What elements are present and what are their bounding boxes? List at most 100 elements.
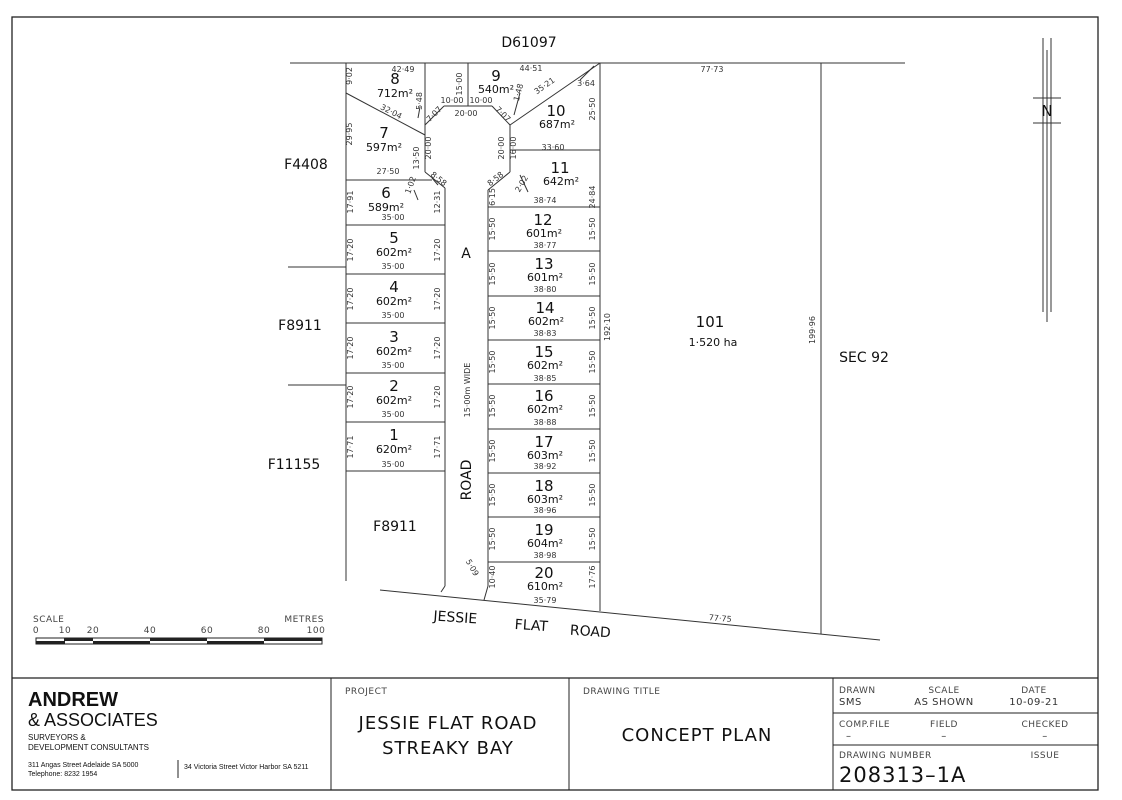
scale-tick-label: 100 (307, 626, 326, 636)
lot-11-area: 642m² (543, 175, 579, 188)
title-block (177, 678, 1098, 790)
scale-tick-label: 60 (201, 626, 213, 636)
lot-6-area: 589m² (368, 201, 404, 214)
lot-11-number: 11 (550, 159, 569, 177)
lot-1-area: 620m² (376, 443, 412, 456)
lot-15-area: 602m² (527, 359, 563, 372)
dim-d-15-00: 15·00 (455, 73, 464, 96)
dim-d-7-07b: 7·07 (493, 105, 512, 124)
east-rear-dim: 15·50 (588, 484, 597, 507)
lot-4-area: 602m² (376, 295, 412, 308)
field-value: – (941, 731, 947, 742)
drawn-label: DRAWN (839, 686, 876, 696)
address1-line2: Telephone: 8232 1954 (28, 771, 97, 778)
lot-13-number: 13 (534, 255, 553, 273)
west-depth-dim: 35·00 (382, 311, 405, 320)
lot-8-area: 712m² (377, 87, 413, 100)
project-label: PROJECT (345, 687, 387, 697)
lot-7-number: 7 (379, 124, 389, 142)
east-depth-dim: 38·77 (534, 241, 557, 250)
lot-19-number: 19 (534, 521, 553, 539)
lot-6-number: 6 (381, 184, 391, 202)
east-front-dim: 15·50 (488, 263, 497, 286)
bulb-ne (491, 105, 511, 126)
lot-16-number: 16 (534, 387, 553, 405)
south-boundary-line (379, 589, 881, 641)
lot-3-number: 3 (389, 328, 399, 346)
dim-d-20-00: 20·00 (455, 109, 478, 118)
company-sub1: SURVEYORS & (28, 733, 86, 742)
scale-bar-label: SCALE (33, 615, 64, 625)
east-front-dim: 10·40 (488, 566, 497, 589)
east-rear-dim: 15·50 (588, 307, 597, 330)
dim-d-5-09: 5·09 (464, 558, 481, 578)
lot6-corner-cut (424, 171, 446, 189)
west-depth-dim: 35·00 (382, 262, 405, 271)
east-depth-dim: 38·96 (534, 506, 557, 515)
lot101-west-dim: 192·10 (603, 313, 612, 341)
lot9-10-line (509, 62, 601, 126)
lot-10-number: 10 (546, 102, 565, 120)
project-line2: STREAKY BAY (382, 738, 514, 759)
neighbour-west-upper-label: F4408 (284, 157, 328, 173)
scale-tick-label: 10 (59, 626, 71, 636)
drawn-value: SMS (839, 697, 862, 708)
east-front-dim: 15·50 (488, 218, 497, 241)
lot7-8-line (345, 92, 426, 136)
dim-d-27-50: 27·50 (377, 167, 400, 176)
checked-value: – (1042, 731, 1048, 742)
east-rear-dim: 15·50 (588, 528, 597, 551)
lot-labels: 8712m²7597m²6589m²5602m²4602m²3602m²2602… (366, 67, 579, 593)
issue-label: ISSUE (1031, 751, 1060, 761)
east-front-dim: 15·50 (488, 307, 497, 330)
lot-10-area: 687m² (539, 118, 575, 131)
west-front-dim: 17·20 (433, 288, 442, 311)
east-depth-dim: 38·85 (534, 374, 557, 383)
lot-101-area: 1·520 ha (689, 336, 738, 349)
west-depth-dim: 35·00 (382, 213, 405, 222)
company-name-line1: ANDREW (28, 689, 118, 711)
east-depth-dim: 38·80 (534, 285, 557, 294)
dim-d-1-48: 1·48 (512, 83, 525, 103)
east-depth-dim: 38·83 (534, 329, 557, 338)
dim-d-8-58a: 8·58 (429, 170, 449, 188)
dim-d-29-95: 29·95 (345, 123, 354, 146)
dim-d-8-58b: 8·58 (486, 170, 506, 188)
lot-12-number: 12 (533, 211, 552, 229)
dim-d-5-48: 5·48 (415, 92, 424, 110)
east-rear-dim: 15·50 (588, 263, 597, 286)
neighbour-west-mid-label: F8911 (278, 318, 322, 334)
dim-d-32-04: 32·04 (379, 103, 403, 121)
checked-label: CHECKED (1021, 720, 1068, 730)
west-front-dim: 12·31 (433, 191, 442, 214)
comp-file-label: COMP.FILE (839, 720, 890, 730)
west-front-dim: 17·71 (433, 436, 442, 459)
lot-4-number: 4 (389, 278, 399, 296)
dim-d-42-49: 42·49 (392, 65, 415, 74)
scale-value: AS SHOWN (914, 697, 973, 708)
road-west-corner (440, 585, 446, 593)
east-front-dim: 15·50 (488, 484, 497, 507)
lot-15-number: 15 (534, 343, 553, 361)
west-rear-dim: 17·20 (346, 386, 355, 409)
plan-linework (288, 62, 905, 641)
company-name-line2: & ASSOCIATES (28, 710, 158, 730)
lot-1-number: 1 (389, 426, 399, 444)
address2: 34 Victoria Street Victor Harbor SA 5211 (184, 764, 309, 771)
lot-20-area: 610m² (527, 580, 563, 593)
west-rear-dim: 17·20 (346, 288, 355, 311)
lot-101-number: 101 (696, 313, 725, 331)
lot-5-number: 5 (389, 229, 399, 247)
lot-9-number: 9 (491, 67, 501, 85)
east-front-dim: 15·50 (488, 528, 497, 551)
lot-18-number: 18 (534, 477, 553, 495)
dim-d-1-02: 1·02 (403, 175, 418, 195)
neighbour-north-label: D61097 (501, 35, 556, 51)
dim-d-10-00a: 10·00 (441, 96, 464, 105)
project-line1: JESSIE FLAT ROAD (358, 713, 538, 734)
dim-d-20-00c: 20·00 (424, 137, 433, 160)
dim-d-35-21: 35·21 (533, 76, 557, 97)
east-depth-dim: 38·98 (534, 551, 557, 560)
